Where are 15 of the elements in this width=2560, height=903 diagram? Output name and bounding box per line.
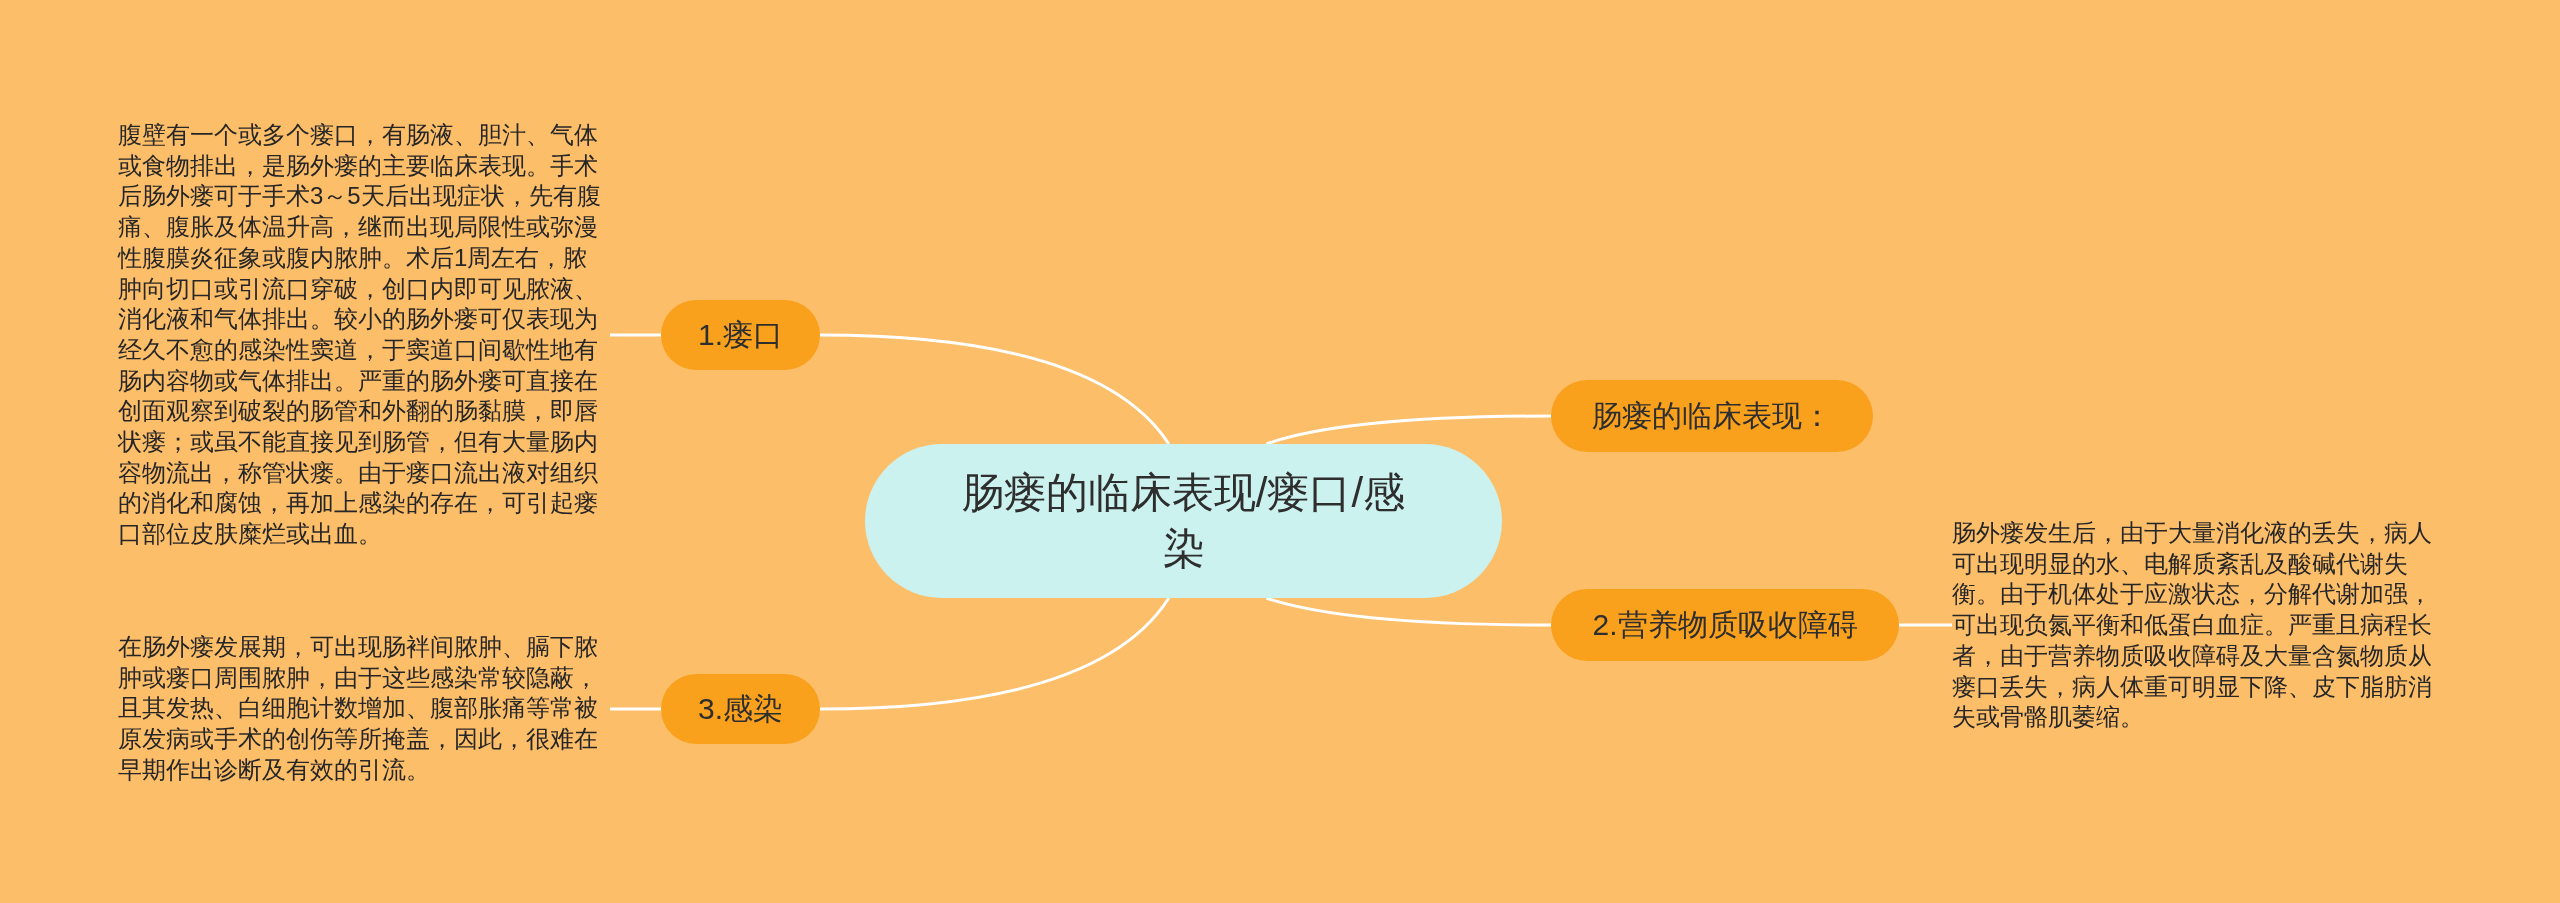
connector-line bbox=[610, 333, 661, 337]
branch-pill: 肠瘘的临床表现： bbox=[1551, 380, 1873, 452]
connector-line bbox=[610, 707, 661, 711]
branch-pill: 3.感染 bbox=[661, 674, 820, 744]
note-text: 肠外瘘发生后，由于大量消化液的丢失，病人可出现明显的水、电解质紊乱及酸碱代谢失衡。由于机体处于应激状态，分解代谢加强，可出现负氮平衡和低蛋白血症。严重且病程长者，由于营养物质吸收障碍及大量含氮物质从瘘口丢失，病人体重可明显下降、皮下脂肪消失或骨骼肌萎缩。 bbox=[1952, 517, 2452, 733]
note-text: 在肠外瘘发展期，可出现肠袢间脓肿、膈下脓肿或瘘口周围脓肿，由于这些感染常较隐蔽，且其发热、白细胞计数增加、腹部胀痛等常被原发病或手术的创伤等所掩盖，因此，很难在早期作出诊断及有效的引流。 bbox=[118, 632, 610, 786]
connector-line bbox=[1265, 414, 1551, 446]
connector-line bbox=[819, 333, 1171, 445]
note-text: 腹壁有一个或多个瘘口，有肠液、胆汁、气体或食物排出，是肠外瘘的主要临床表现。手术后肠外瘘可于手术3～5天后出现症状，先有腹痛、腹胀及体温升高，继而出现局限性或弥漫性腹膜炎征象或腹内脓肿。术后1周左右，脓肿向切口或引流口穿破，创口内即可见脓液、消化液和气体排出。较小的肠外瘘可仅表现为经久不愈的感染性窦道，于窦道口间歇性地有肠内容物或气体排出。严重的肠外瘘可直接在创面观察到破裂的肠管和外翻的肠黏膜，即唇状瘘；或虽不能直接见到肠管，但有大量肠内容物流出，称管状瘘。由于瘘口流出液对组织的消化和腐蚀，再加上感染的存在，可引起瘘口部位皮肤糜烂或出血。 bbox=[118, 120, 610, 550]
branch-pill: 1.瘘口 bbox=[661, 300, 820, 370]
topic-pill: 肠瘘的临床表现/瘘口/感染 bbox=[865, 444, 1502, 598]
connector-line bbox=[819, 597, 1171, 711]
connector-line bbox=[1899, 623, 1952, 627]
connector-line bbox=[1265, 596, 1551, 627]
branch-pill: 2.营养物质吸收障碍 bbox=[1551, 589, 1899, 661]
